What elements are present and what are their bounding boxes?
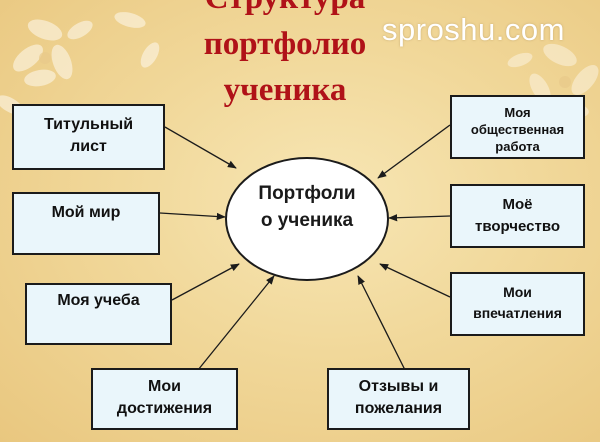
arrow-impressions <box>379 263 451 298</box>
box-social-work-line-2: общественная <box>470 122 565 137</box>
box-title-page: Титульный лист <box>12 104 165 170</box>
box-reviews: Отзывы и пожелания <box>327 368 470 430</box>
title-line-3: ученика <box>223 72 347 108</box>
box-my-world-line-1: Мой мир <box>51 204 121 221</box>
center-ellipse <box>225 157 389 281</box>
arrow-achievements <box>197 275 275 371</box>
box-creativity-line-1: Моё <box>502 196 533 213</box>
arrow-reviews <box>357 275 406 371</box>
box-impressions-line-2: впечатления <box>473 305 562 321</box>
box-achievements: Мои достижения <box>91 368 238 430</box>
center-line-2: о ученика <box>260 210 354 231</box>
box-creativity: Моё творчество <box>450 184 585 248</box>
arrow-creativity <box>388 214 451 222</box>
box-my-study: Моя учеба <box>25 283 172 345</box>
box-creativity-line-2: творчество <box>474 218 561 235</box>
box-my-study-line-1: Моя учеба <box>57 292 140 309</box>
center-line-1: Портфоли <box>258 183 356 204</box>
box-social-work-line-3: работа <box>495 139 540 154</box>
box-social-work: Моя общественная работа <box>450 95 585 159</box>
box-reviews-line-1: Отзывы и <box>358 378 439 395</box>
box-title-page-line-2: лист <box>70 138 107 155</box>
watermark: sproshu.com <box>382 12 565 47</box>
box-social-work-line-1: Моя <box>504 105 531 120</box>
title-line-1: Структура <box>150 0 420 18</box>
box-achievements-line-2: достижения <box>116 400 213 417</box>
arrow-social-work <box>377 124 451 179</box>
box-reviews-line-2: пожелания <box>354 400 443 417</box>
arrow-my-world <box>159 212 226 221</box>
box-impressions: Мои впечатления <box>450 272 585 336</box>
box-title-page-line-1: Титульный <box>43 116 134 133</box>
center-label: Портфоли о ученика <box>240 180 374 234</box>
box-impressions-line-1: Мои <box>503 284 532 300</box>
arrow-my-study <box>171 263 240 301</box>
box-my-world: Мой мир <box>12 192 160 255</box>
box-achievements-line-1: Мои <box>148 378 181 395</box>
title-line-2: портфолио <box>203 26 367 62</box>
arrow-title-page <box>164 126 237 169</box>
